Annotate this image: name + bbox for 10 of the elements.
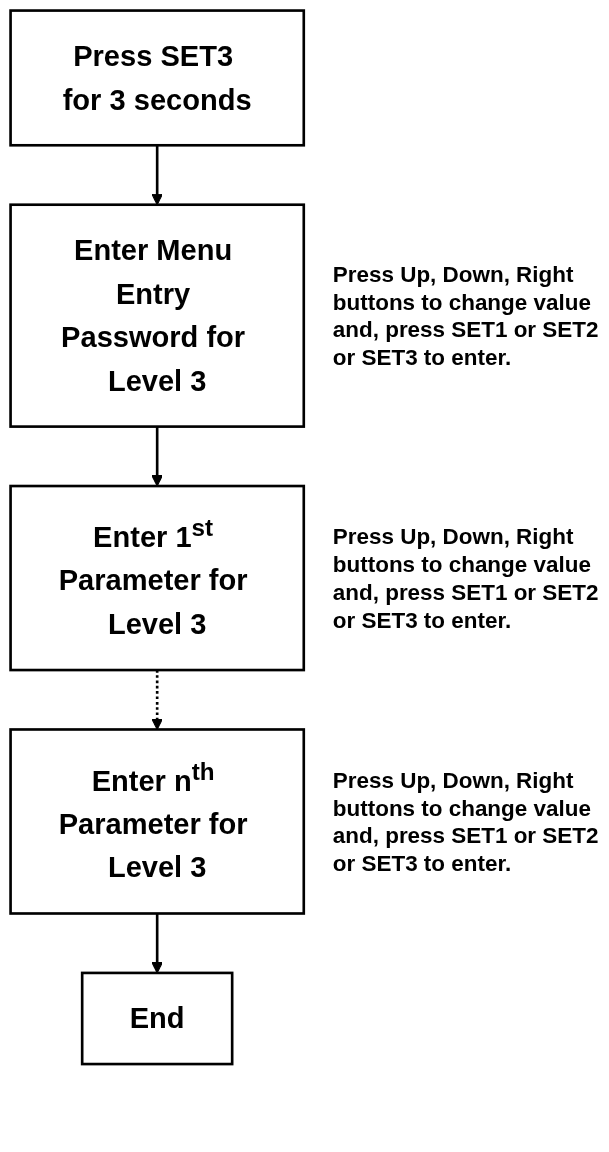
instruction-note: Press Up, Down, Right buttons to change value and, press SET1 or SET2 or SET3 to enter. xyxy=(332,767,599,876)
node-box: End xyxy=(80,971,234,1066)
instruction-note: Press Up, Down, Right buttons to change value and, press SET1 or SET2 or SET3 to enter. xyxy=(332,524,599,633)
node-box: Enter n$^{th}$ Parameter for Level 3 xyxy=(9,728,306,915)
instruction-note: Press Up, Down, Right buttons to change value and, press SET1 or SET2 or SET3 to enter. xyxy=(332,262,599,371)
node-box: Press SET3 for 3 seconds xyxy=(9,9,306,147)
node-box: Enter 1$^{st}$ Parameter for Level 3 xyxy=(9,484,306,672)
arrow xyxy=(151,670,163,730)
arrow xyxy=(151,426,163,487)
node-box: Enter Menu Entry Password for Level 3 xyxy=(9,203,306,428)
